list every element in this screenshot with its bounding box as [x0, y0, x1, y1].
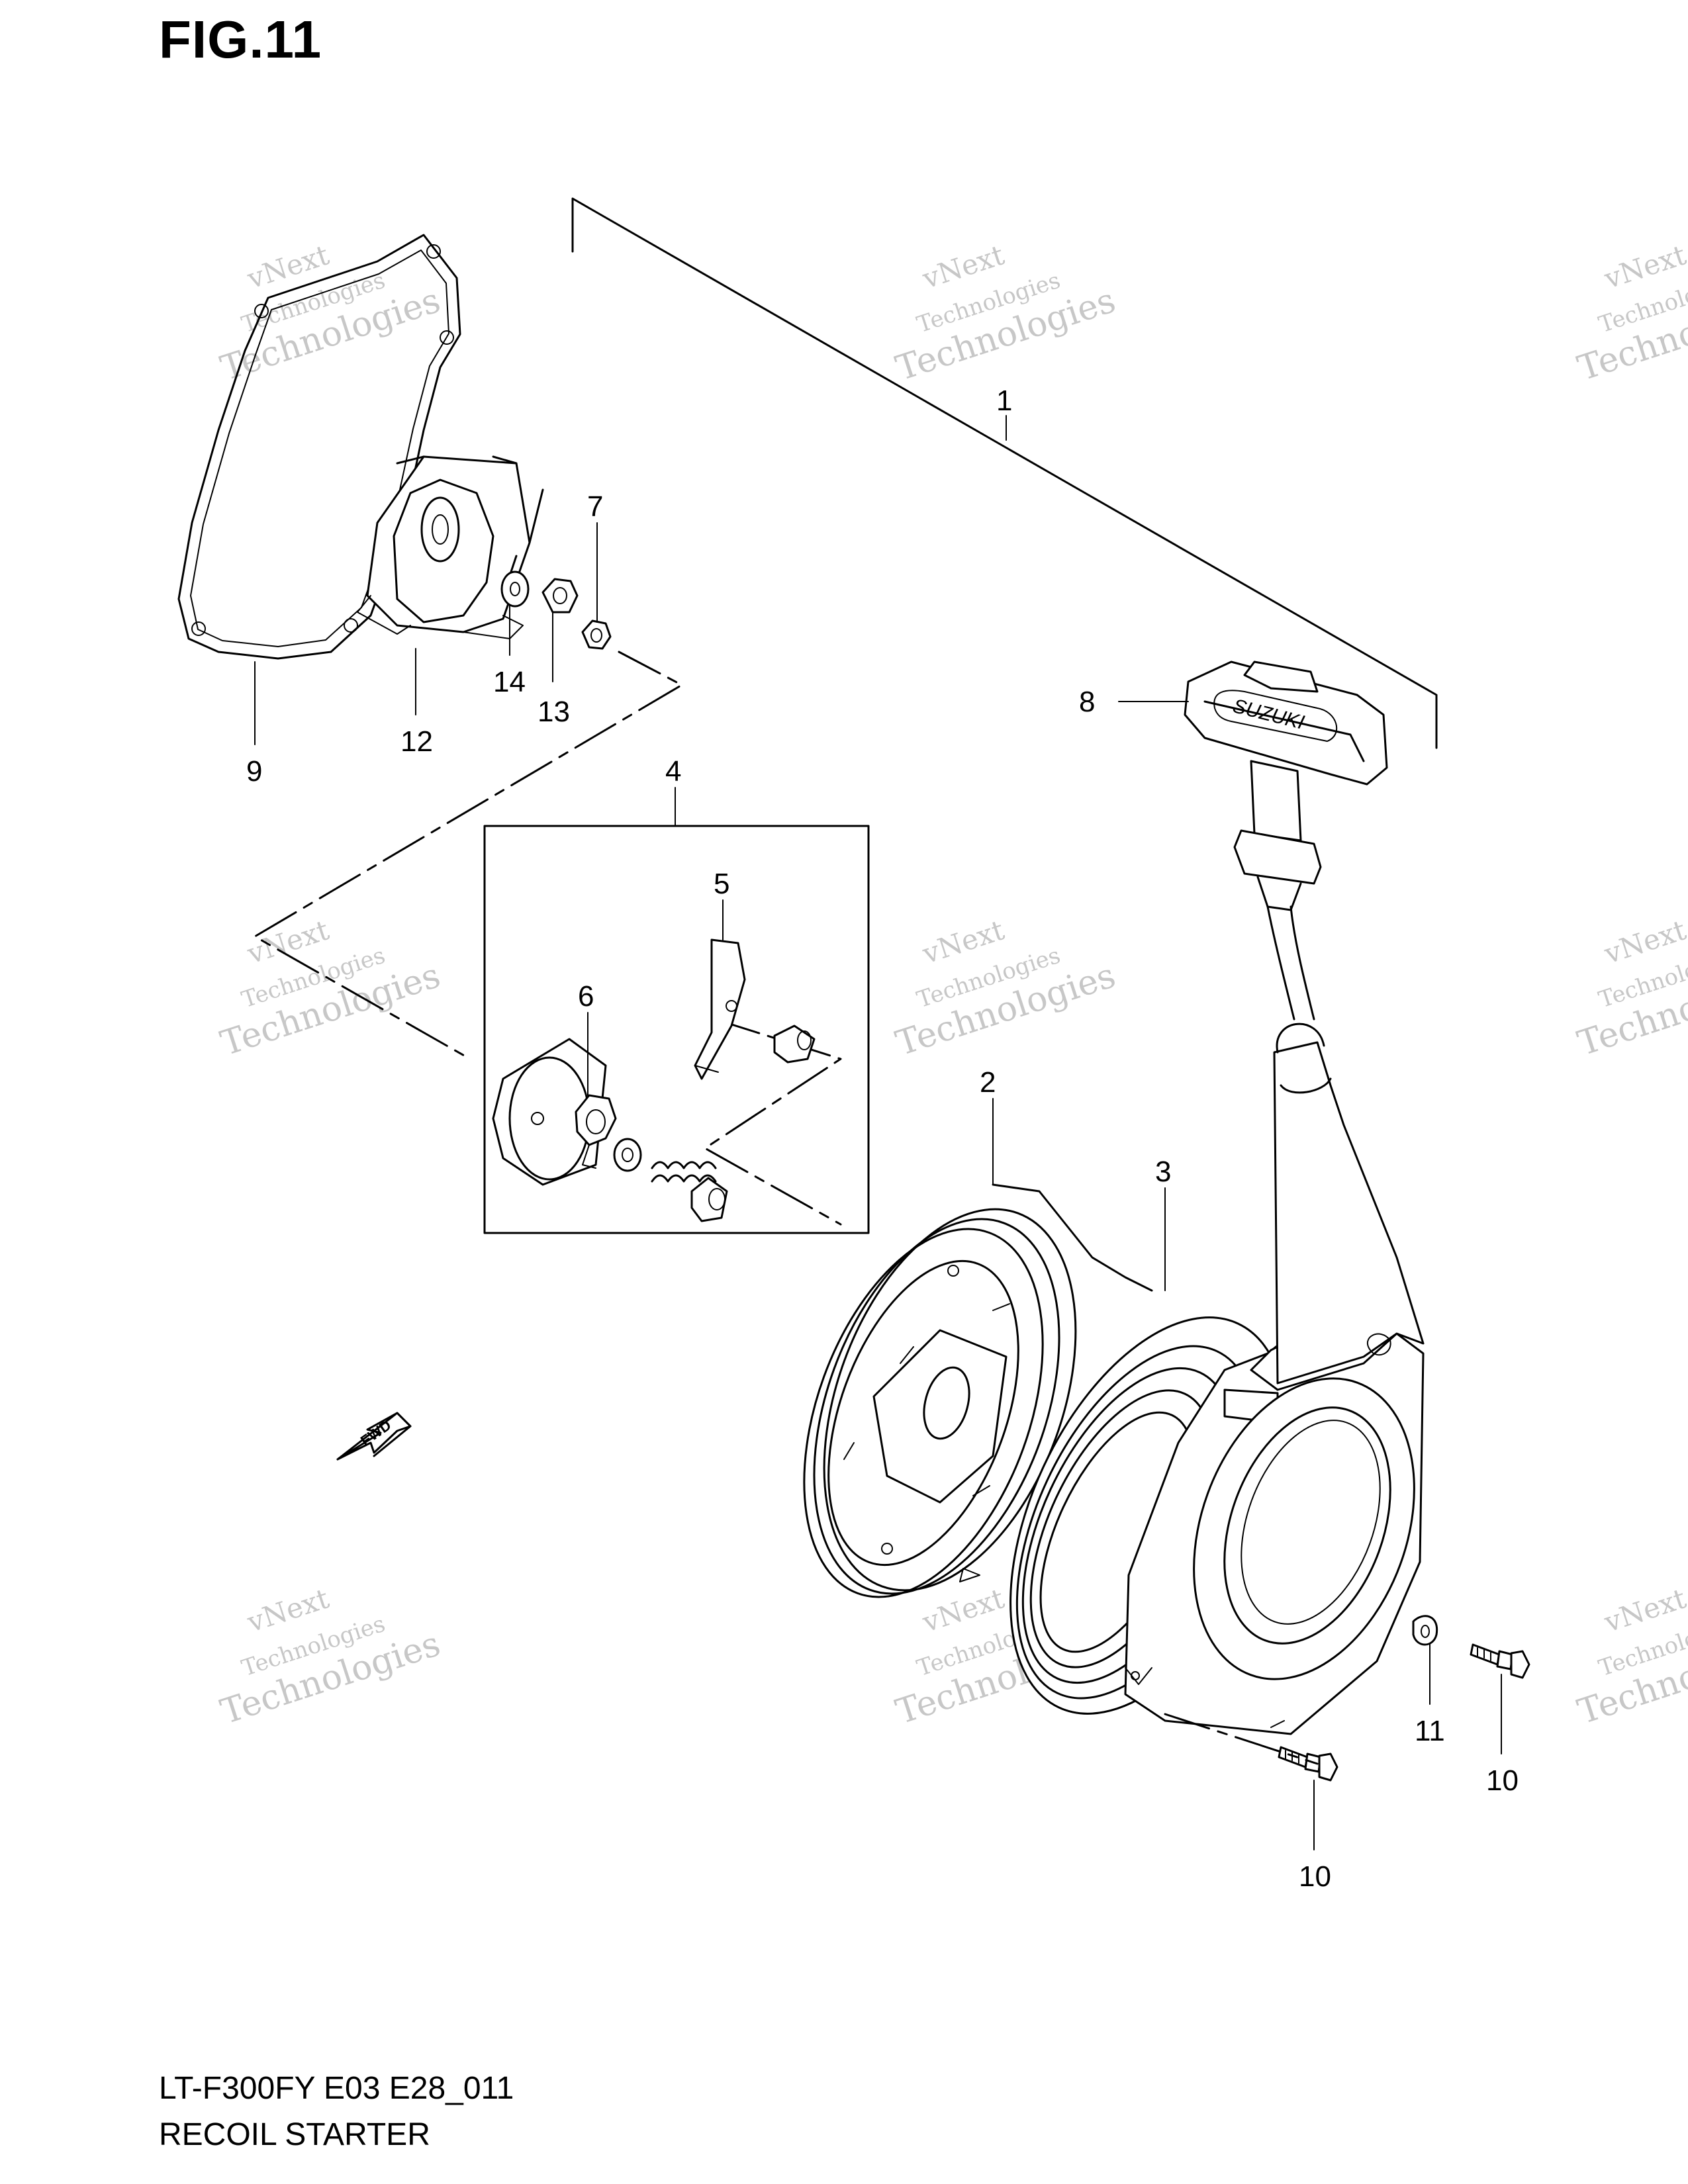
watermark: vNext Technologies Technologies — [1573, 1582, 1688, 1732]
fwd-arrow-icon: FWD — [336, 1412, 412, 1461]
part-nut — [541, 578, 579, 614]
watermark: vNext Technologies Technologies — [891, 913, 1120, 1064]
part-spring-set — [613, 1138, 728, 1222]
callout-6: 6 — [578, 980, 594, 1013]
part-bolt-lower — [1278, 1746, 1338, 1782]
callout-11: 11 — [1415, 1715, 1445, 1747]
part-nut-small — [581, 619, 612, 650]
part-friction-plate — [492, 1038, 617, 1186]
watermark: vNext Technologies Technologies — [216, 1582, 445, 1732]
part-pin — [773, 1024, 816, 1064]
watermark: vNext Technologies Technologies — [891, 238, 1120, 388]
part-ratchet-kit-box — [483, 825, 870, 1234]
watermark: vNext Technologies Technologies — [216, 913, 445, 1064]
centerline-inner — [704, 1018, 842, 1226]
watermark: vNext Technologies Technologies — [216, 238, 445, 388]
part-starter-handle: SUZUKI — [1184, 660, 1388, 911]
centerline-upper — [254, 651, 683, 1060]
callout-9: 9 — [246, 755, 262, 788]
part-gasket — [177, 234, 461, 660]
callout-13: 13 — [538, 696, 570, 728]
watermark: vNext Technologies Technologies — [1573, 913, 1688, 1064]
part-rope-guide — [1266, 905, 1425, 1385]
part-bolt-upper — [1470, 1643, 1530, 1679]
watermark: vNext Technologies Technologies — [1573, 238, 1688, 388]
callout-8: 8 — [1079, 686, 1095, 718]
callout-1: 1 — [996, 385, 1012, 417]
callout-7: 7 — [587, 490, 603, 523]
assembly-bracket-1 — [571, 197, 1438, 749]
figure-label: FIG.11 — [159, 10, 322, 69]
part-ratchet-pawl — [694, 938, 746, 1080]
centerline-bolt — [1164, 1713, 1319, 1765]
callout-3: 3 — [1155, 1156, 1171, 1188]
callouts: 1 2 3 4 5 6 7 8 9 10 10 11 12 13 14 — [246, 385, 1519, 1893]
callout-10-lower: 10 — [1299, 1860, 1331, 1893]
part-washer — [500, 570, 530, 608]
diagram-title: RECOIL STARTER — [159, 2117, 430, 2152]
callout-2: 2 — [980, 1066, 996, 1099]
part-pulley-drive — [357, 455, 544, 639]
part-washer-small — [1412, 1615, 1438, 1646]
callout-5: 5 — [714, 868, 729, 900]
callout-14: 14 — [493, 666, 526, 698]
model-code: LT-F300FY E03 E28_011 — [159, 2071, 514, 2106]
callout-4: 4 — [665, 755, 681, 788]
callout-12: 12 — [400, 725, 433, 758]
part-reel — [803, 1183, 1153, 1598]
callout-10-upper: 10 — [1486, 1764, 1519, 1797]
